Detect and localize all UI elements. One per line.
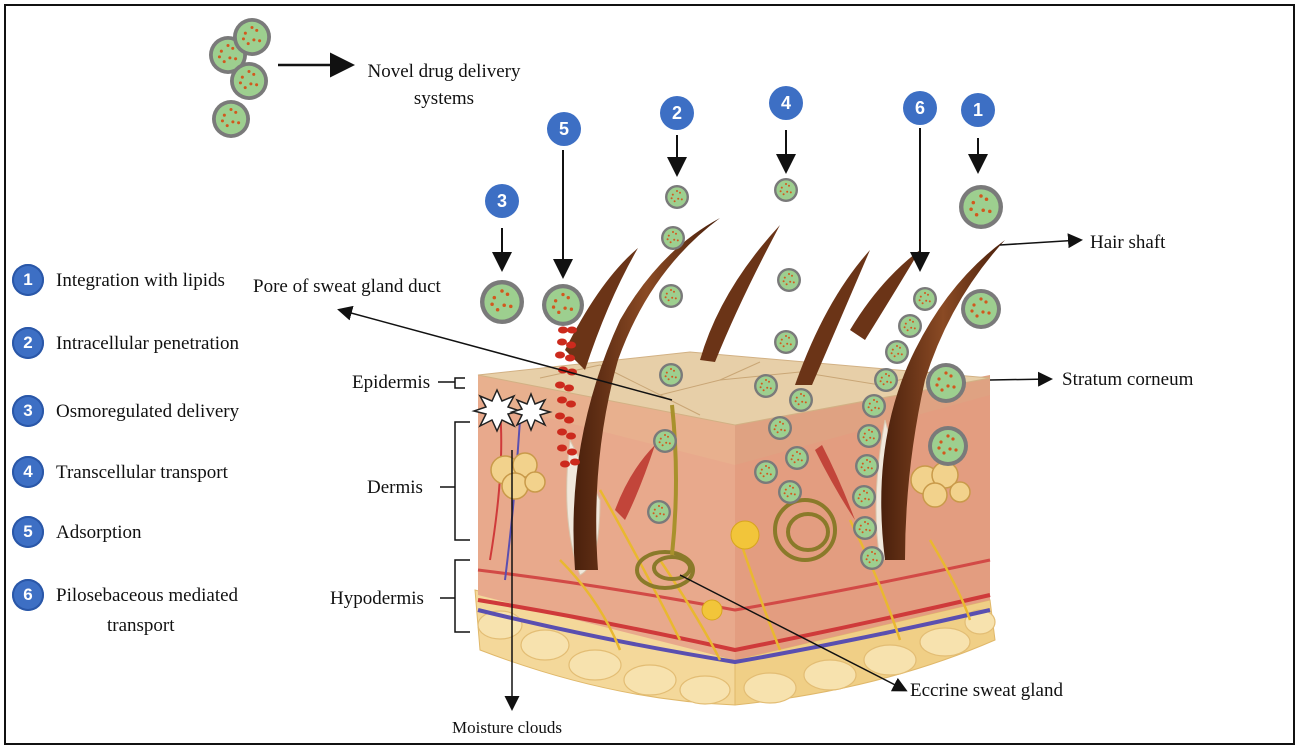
nanocarrier-particle xyxy=(855,454,879,478)
nanocarrier-particle xyxy=(853,516,877,540)
nanocarrier-particle xyxy=(754,460,778,484)
nanocarrier-particle xyxy=(857,424,881,448)
legend-item-6: 6 Pilosebaceous mediated transport xyxy=(12,577,44,613)
legend-text-5: Adsorption xyxy=(56,521,142,544)
nanocarrier-particle xyxy=(653,429,677,453)
nanocarrier-particle xyxy=(754,374,778,398)
legend-item-1: 1 Integration with lipids xyxy=(12,262,44,298)
pathway-badge-4: 4 xyxy=(769,86,803,120)
moisture-clouds-label: Moisture clouds xyxy=(452,716,562,739)
nanocarrier-particle xyxy=(774,178,798,202)
nanocarrier-particle xyxy=(665,185,689,209)
nanocarrier-particle xyxy=(926,363,966,403)
nanocarrier-particle xyxy=(959,185,1003,229)
pore-label: Pore of sweat gland duct xyxy=(253,275,441,298)
legend-text-4: Transcellular transport xyxy=(56,461,228,484)
stratum-corneum-label: Stratum corneum xyxy=(1062,368,1193,391)
nanocarrier-particle xyxy=(542,284,584,326)
legend-item-3: 3 Osmoregulated delivery xyxy=(12,393,44,429)
legend-item-4: 4 Transcellular transport xyxy=(12,454,44,490)
hypodermis-label: Hypodermis xyxy=(330,587,424,610)
legend-text-1: Integration with lipids xyxy=(56,269,225,292)
nanocarrier-particle xyxy=(785,446,809,470)
nanocarrier-particle xyxy=(774,330,798,354)
badge-3: 3 xyxy=(12,395,44,427)
nanocarrier-particle xyxy=(789,388,813,412)
badge-1: 1 xyxy=(12,264,44,296)
nanocarrier-particle xyxy=(659,284,683,308)
legend-text-3: Osmoregulated delivery xyxy=(56,400,239,423)
nanocarrier-particle xyxy=(647,500,671,524)
novel-drug-delivery-label: Novel drug delivery systems xyxy=(356,58,532,112)
legend-item-5: 5 Adsorption xyxy=(12,514,44,550)
nanocarrier-particle xyxy=(874,368,898,392)
nanocarrier-particle xyxy=(862,394,886,418)
nanocarrier-particle xyxy=(659,363,683,387)
nanocarrier-particle xyxy=(233,18,271,56)
nanocarrier-particle xyxy=(212,100,250,138)
pathway-badge-3: 3 xyxy=(485,184,519,218)
nanocarrier-particle xyxy=(230,62,268,100)
legend-item-2: 2 Intracellular penetration xyxy=(12,325,44,361)
nanocarrier-particle xyxy=(928,426,968,466)
badge-4: 4 xyxy=(12,456,44,488)
epidermis-label: Epidermis xyxy=(352,371,430,394)
pathway-badge-6: 6 xyxy=(903,91,937,125)
badge-2: 2 xyxy=(12,327,44,359)
pathway-badge-5: 5 xyxy=(547,112,581,146)
nanocarrier-particle xyxy=(885,340,909,364)
legend-text-6b: transport xyxy=(107,614,175,637)
pathway-badge-2: 2 xyxy=(660,96,694,130)
legend-text-6: Pilosebaceous mediated xyxy=(56,584,238,607)
legend-text-2: Intracellular penetration xyxy=(56,332,239,355)
nanocarrier-particle xyxy=(852,485,876,509)
eccrine-gland-label: Eccrine sweat gland xyxy=(910,679,1063,702)
pathway-badge-1: 1 xyxy=(961,93,995,127)
nanocarrier-particle xyxy=(778,480,802,504)
dermis-label: Dermis xyxy=(367,476,423,499)
nanocarrier-particle xyxy=(961,289,1001,329)
badge-6: 6 xyxy=(12,579,44,611)
nanocarrier-particle xyxy=(860,546,884,570)
hair-shaft-label: Hair shaft xyxy=(1090,231,1165,254)
nanocarrier-particle xyxy=(661,226,685,250)
nanocarrier-particle xyxy=(768,416,792,440)
badge-5: 5 xyxy=(12,516,44,548)
nanocarrier-particle xyxy=(777,268,801,292)
nanocarrier-particle xyxy=(480,280,524,324)
nanocarrier-particle xyxy=(898,314,922,338)
nanocarrier-particle xyxy=(913,287,937,311)
